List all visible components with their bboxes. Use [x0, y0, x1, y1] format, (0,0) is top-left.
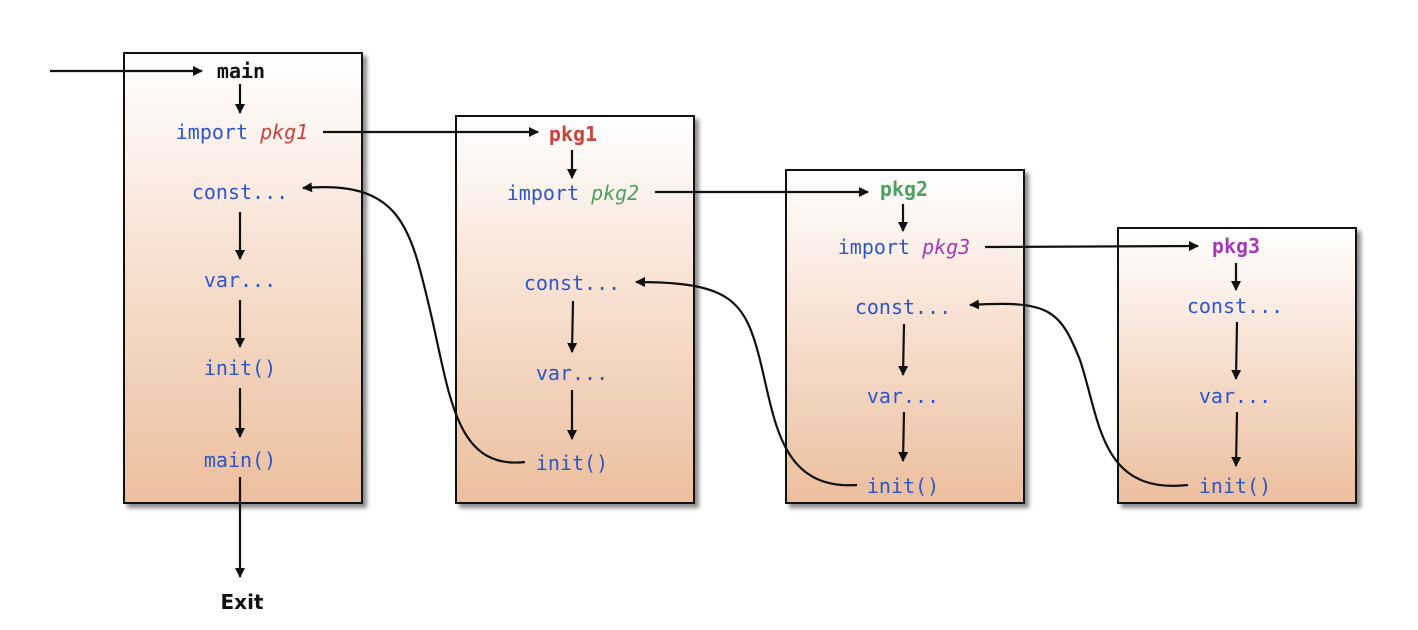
- pkg1-title: pkg1: [548, 122, 598, 146]
- pkg1-init-label: init(): [535, 451, 609, 475]
- main-var-label: var...: [203, 268, 277, 292]
- import-package-name: pkg3: [922, 235, 971, 259]
- exit-label: Exit: [220, 590, 264, 614]
- return-pkg2-curve: [635, 277, 858, 487]
- pkg2-flow-arrow-3: [898, 411, 909, 462]
- import-package-name: pkg1: [260, 120, 309, 144]
- pkg1-const-label: const...: [523, 271, 621, 295]
- pkg1-import-line: import pkg2: [507, 181, 639, 205]
- import-keyword: import: [506, 181, 580, 205]
- pkg2-const-label: const...: [854, 295, 952, 319]
- pkg3-flow-arrow-3: [1231, 411, 1242, 467]
- pkg2-var-label: var...: [866, 384, 940, 408]
- pkg3-flow-arrow-2: [1231, 321, 1242, 380]
- pkg2-import-line: import pkg3: [838, 235, 970, 259]
- pkg2-init-label: init(): [866, 474, 940, 498]
- import-keyword: import: [837, 235, 911, 259]
- import-package-name: pkg2: [591, 181, 640, 205]
- pkg1-var-label: var...: [535, 361, 609, 385]
- import-pkg3-arrow: [984, 241, 1199, 252]
- main-init-label: init(): [203, 356, 277, 380]
- pkg3-var-label: var...: [1198, 384, 1272, 408]
- pkg3-const-label: const...: [1186, 294, 1284, 318]
- return-pkg1-curve: [302, 182, 526, 464]
- return-pkg3-curve: [969, 299, 1189, 488]
- main-import-line: import pkg1: [176, 120, 308, 144]
- pkg1-flow-arrow-2: [567, 300, 578, 353]
- pkg3-title: pkg3: [1211, 234, 1261, 258]
- main-call-label: main(): [203, 448, 277, 472]
- pkg2-title: pkg2: [879, 177, 929, 201]
- main-entry-label: main: [216, 59, 266, 83]
- import-keyword: import: [175, 120, 249, 144]
- main-const-label: const...: [191, 180, 289, 204]
- pkg3-init-label: init(): [1198, 474, 1272, 498]
- pkg2-flow-arrow-2: [898, 323, 909, 376]
